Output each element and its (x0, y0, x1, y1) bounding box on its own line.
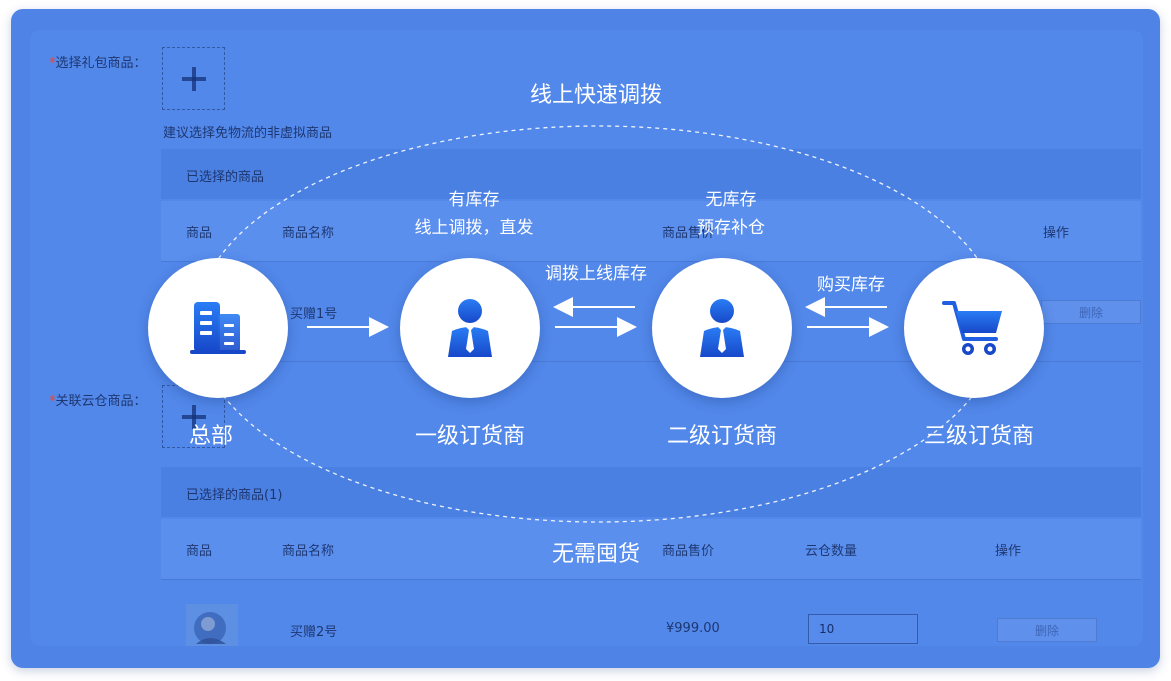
node1-note: 有库存 线上调拨，直发 (364, 186, 584, 242)
edge-34-label: 购买库存 (817, 275, 885, 295)
cloud-qty-input[interactable]: 10 (808, 614, 918, 644)
table2-header-product: 商品 (186, 544, 213, 559)
gift-label-text: 选择礼包商品： (55, 56, 147, 71)
table1-header-price: 商品售价 (662, 226, 715, 241)
row1-delete-button[interactable]: 删除 (1041, 300, 1141, 324)
bottom-caption: 无需囤货 (551, 542, 640, 567)
divider (161, 579, 1141, 580)
selected-header-band-1 (161, 149, 1141, 199)
divider (161, 261, 1141, 262)
divider (161, 361, 1141, 362)
table2-header-action: 操作 (995, 544, 1022, 559)
node-level1-label: 一级订货商 (414, 424, 525, 449)
dashed-boundary-ellipse (195, 125, 1001, 523)
product-thumbnail (186, 604, 238, 646)
node2-note-line2: 预存补仓 (697, 218, 765, 238)
cloud-label-text: 关联云仓商品： (55, 394, 147, 409)
node-level2 (652, 258, 792, 398)
node-level1 (400, 258, 540, 398)
node2-note-line1: 无库存 (705, 190, 757, 210)
lion-thumbnail-icon (194, 612, 226, 644)
table2-row-name: 买赠2号 (290, 625, 338, 640)
gift-hint: 建议选择免物流的非虚拟商品 (163, 126, 333, 141)
person-icon (448, 299, 492, 357)
node-hq (148, 258, 288, 398)
table1-row-name: 买赠1号 (290, 307, 338, 322)
selected-title-1: 已选择的商品 (186, 170, 265, 185)
gift-label: *选择礼包商品： (49, 52, 147, 71)
selected-title-2: 已选择的商品(1) (186, 488, 283, 503)
table2-header-price: 商品售价 (662, 544, 715, 559)
table1-header-product: 商品 (186, 226, 213, 241)
person-icon (700, 299, 744, 357)
table2-header-row (161, 519, 1141, 579)
edge-23-label: 调拨上线库存 (545, 264, 647, 284)
node-hq-label: 总部 (188, 424, 233, 449)
table1-header-row (161, 201, 1141, 261)
node-level3-label: 三级订货商 (923, 424, 1034, 449)
required-mark: * (49, 394, 56, 409)
diagram-title: 线上快速调拨 (529, 83, 662, 108)
diagram-card: *选择礼包商品： 建议选择免物流的非虚拟商品 已选择的商品 商品 商品名称 商品… (11, 9, 1160, 668)
gift-upload-button[interactable] (162, 47, 225, 110)
cloud-label: *关联云仓商品： (49, 390, 147, 409)
node1-note-line2: 线上调拨，直发 (414, 218, 534, 238)
plus-icon-stem (192, 67, 196, 91)
building-icon (190, 302, 246, 354)
row2-delete-button[interactable]: 删除 (997, 618, 1097, 642)
plus-icon-stem (192, 405, 196, 429)
required-mark: * (49, 56, 56, 71)
cart-icon (942, 301, 1002, 355)
node-level3 (904, 258, 1044, 398)
table1-header-name: 商品名称 (282, 226, 335, 241)
node2-note: 无库存 预存补仓 (621, 186, 841, 242)
table1-header-action: 操作 (1043, 226, 1070, 241)
table2-row-price: ¥999.00 (666, 621, 720, 636)
node1-note-line1: 有库存 (448, 190, 500, 210)
table2-header-qty: 云仓数量 (805, 544, 858, 559)
selected-header-band-2 (161, 467, 1141, 517)
node-level2-label: 二级订货商 (666, 424, 777, 449)
table2-header-name: 商品名称 (282, 544, 335, 559)
